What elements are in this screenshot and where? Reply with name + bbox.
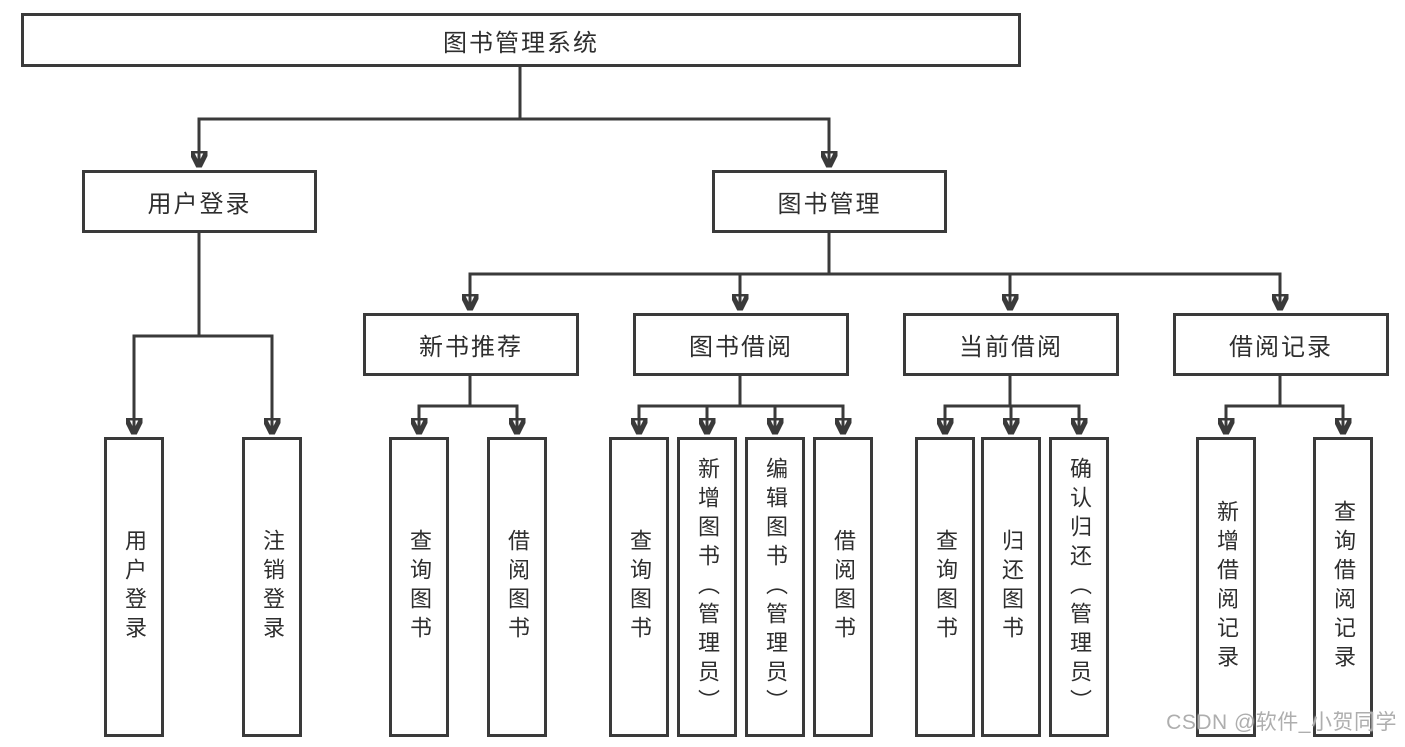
leaf-br-query-record: 查询借阅记录	[1313, 437, 1373, 737]
csdn-watermark: CSDN @软件_小贺同学	[1166, 711, 1397, 734]
node-new-book-recommend: 新书推荐	[363, 313, 579, 376]
node-root-system: 图书管理系统	[21, 13, 1021, 67]
leaf-nb-borrow-books: 借阅图书	[487, 437, 547, 737]
leaf-cb-confirm-return-admin: 确认归还（管理员）	[1049, 437, 1109, 737]
leaf-bb-edit-books-admin: 编辑图书（管理员）	[745, 437, 805, 737]
leaf-br-add-record: 新增借阅记录	[1196, 437, 1256, 737]
node-user-login: 用户登录	[82, 170, 317, 233]
leaf-bb-query-books: 查询图书	[609, 437, 669, 737]
node-book-management: 图书管理	[712, 170, 947, 233]
leaf-user-login: 用户登录	[104, 437, 164, 737]
node-book-borrowing: 图书借阅	[633, 313, 849, 376]
leaf-bb-add-books-admin: 新增图书（管理员）	[677, 437, 737, 737]
leaf-bb-borrow-books: 借阅图书	[813, 437, 873, 737]
leaf-logout: 注销登录	[242, 437, 302, 737]
leaf-nb-query-books: 查询图书	[389, 437, 449, 737]
node-current-borrowing: 当前借阅	[903, 313, 1119, 376]
node-borrowing-records: 借阅记录	[1173, 313, 1389, 376]
leaf-cb-query-books: 查询图书	[915, 437, 975, 737]
leaf-cb-return-books: 归还图书	[981, 437, 1041, 737]
